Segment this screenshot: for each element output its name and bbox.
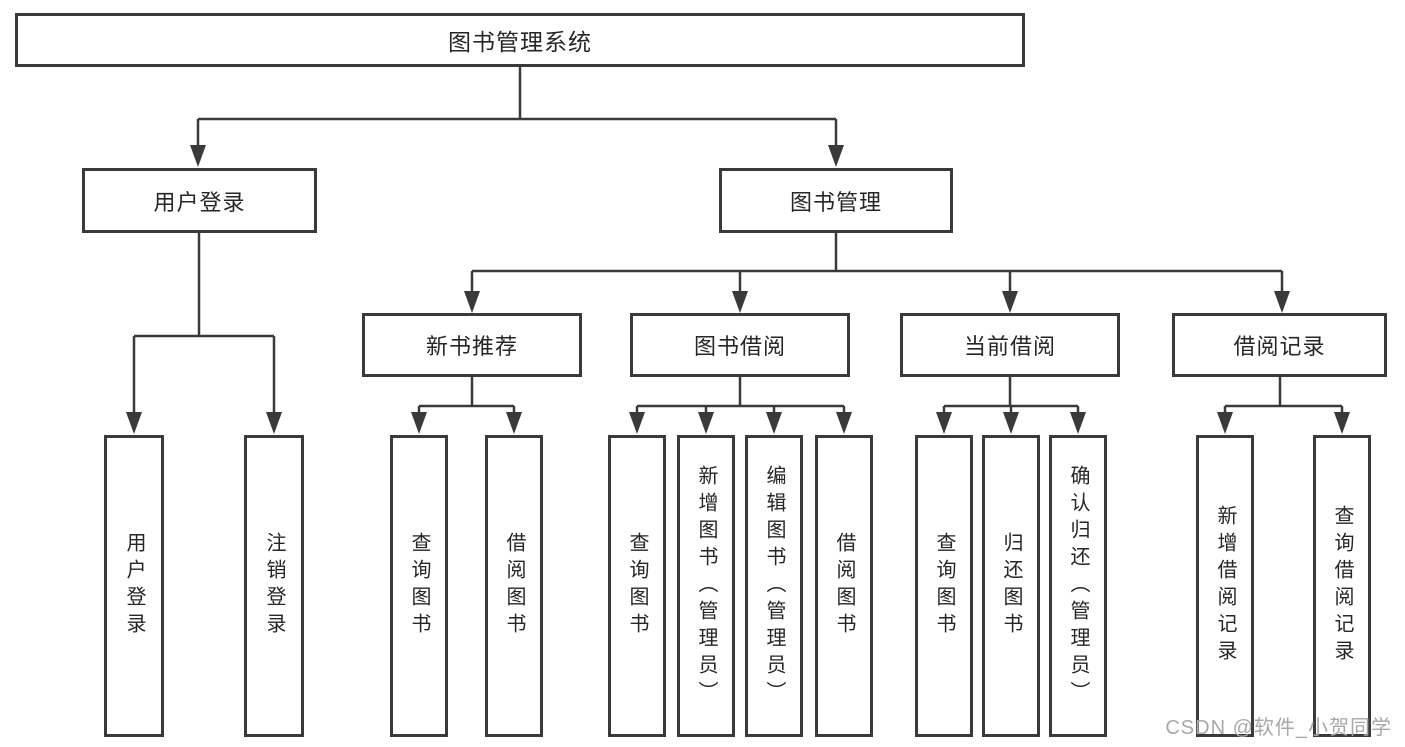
csdn-watermark: CSDN @软件_小贺同学: [1165, 717, 1392, 739]
leaf-current-return-books: 归还图书: [982, 435, 1040, 737]
leaf-borrow-edit-books-admin-label: 编辑图书（管理员）: [763, 464, 785, 708]
node-new-book-recommend: 新书推荐: [362, 313, 582, 377]
leaf-record-query-record: 查询借阅记录: [1313, 435, 1371, 737]
leaf-record-query-record-label: 查询借阅记录: [1331, 505, 1353, 667]
connector-book-borrow-branch: [635, 377, 846, 414]
leaf-recommend-borrow-books-label: 借阅图书: [503, 532, 525, 640]
leaf-recommend-borrow-books: 借阅图书: [485, 435, 543, 737]
leaf-recommend-query-books: 查询图书: [390, 435, 448, 737]
connector-user-login-branch: [132, 233, 276, 414]
connector-book-management-branch: [470, 233, 1284, 293]
connector-current-borrow-branch: [942, 377, 1080, 414]
root-node-library-management-system: 图书管理系统: [15, 13, 1025, 67]
leaf-borrow-query-books-label: 查询图书: [626, 532, 648, 640]
leaf-current-return-books-label: 归还图书: [1000, 532, 1022, 640]
leaf-borrow-borrow-books: 借阅图书: [815, 435, 873, 737]
connector-root-branch: [196, 67, 838, 147]
leaf-logout-label: 注销登录: [263, 532, 285, 640]
arrowheads: [126, 145, 1350, 434]
connector-borrow-record-branch: [1223, 377, 1344, 414]
leaf-record-add-record: 新增借阅记录: [1196, 435, 1254, 737]
leaf-current-confirm-return-admin: 确认归还（管理员）: [1049, 435, 1107, 737]
node-user-login: 用户登录: [82, 168, 317, 233]
leaf-current-confirm-return-admin-label: 确认归还（管理员）: [1067, 464, 1089, 708]
leaf-borrow-edit-books-admin: 编辑图书（管理员）: [745, 435, 803, 737]
node-book-management: 图书管理: [719, 168, 953, 233]
node-current-borrow: 当前借阅: [900, 313, 1120, 377]
leaf-user-login: 用户登录: [104, 435, 164, 737]
leaf-recommend-query-books-label: 查询图书: [408, 532, 430, 640]
leaf-record-add-record-label: 新增借阅记录: [1214, 505, 1236, 667]
connector-new-book-recommend-branch: [417, 377, 516, 414]
leaf-current-query-books-label: 查询图书: [933, 532, 955, 640]
leaf-borrow-borrow-books-label: 借阅图书: [833, 532, 855, 640]
leaf-borrow-add-books-admin-label: 新增图书（管理员）: [695, 464, 717, 708]
leaf-user-login-label: 用户登录: [123, 532, 145, 640]
node-borrow-record: 借阅记录: [1172, 313, 1387, 377]
node-book-borrow: 图书借阅: [630, 313, 850, 377]
leaf-borrow-query-books: 查询图书: [608, 435, 666, 737]
leaf-logout: 注销登录: [244, 435, 304, 737]
leaf-borrow-add-books-admin: 新增图书（管理员）: [677, 435, 735, 737]
leaf-current-query-books: 查询图书: [915, 435, 973, 737]
